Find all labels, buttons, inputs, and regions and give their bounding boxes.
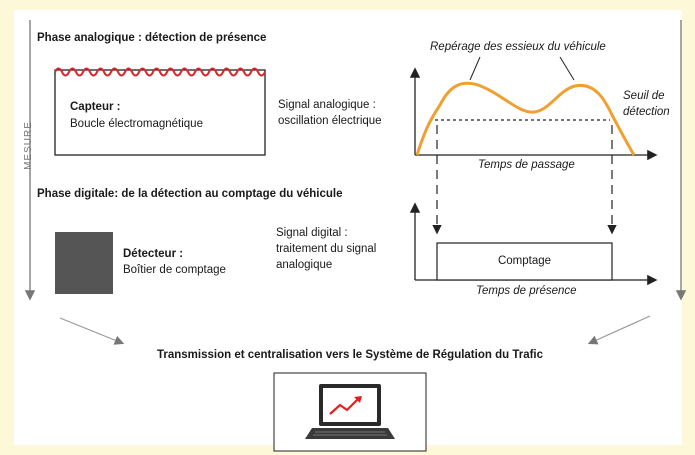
digital-x-axis-label: Temps de présence bbox=[476, 285, 577, 297]
left-diagonal-arrow bbox=[59, 317, 125, 345]
digital-signal-line2: traitement du signal bbox=[276, 243, 377, 255]
detector-box bbox=[55, 232, 113, 294]
detector-description: Boîtier de comptage bbox=[123, 264, 226, 276]
right-diagonal-arrow bbox=[587, 315, 651, 345]
analog-phase-title: Phase analogique : détection de présence bbox=[37, 32, 267, 44]
sensor-title: Capteur : bbox=[70, 101, 121, 113]
analog-signal-curve bbox=[415, 81, 636, 156]
detector-title: Détecteur : bbox=[123, 248, 184, 260]
digital-signal-line1: Signal digital : bbox=[276, 227, 348, 239]
digital-signal-line3: analogique bbox=[276, 259, 333, 271]
counting-box-label: Comptage bbox=[497, 255, 552, 267]
annotation-line-right bbox=[559, 56, 575, 81]
sensor-loop-box bbox=[54, 69, 266, 156]
measure-label: MESURE bbox=[22, 121, 34, 170]
coil-wave bbox=[54, 67, 266, 77]
transmission-label: Transmission et centralisation vers le S… bbox=[156, 349, 544, 361]
sensor-description: Boucle électromagnétique bbox=[70, 118, 203, 130]
annotation-line-left bbox=[469, 56, 481, 81]
threshold-label-line2: détection bbox=[623, 106, 670, 118]
axle-annotation: Repérage des essieux du véhicule bbox=[430, 41, 606, 53]
laptop-icon bbox=[305, 384, 395, 439]
digital-phase-title: Phase digitale: de la détection au compt… bbox=[37, 188, 343, 200]
analog-signal-line1: Signal analogique : bbox=[278, 99, 376, 111]
analog-signal-line2: oscillation électrique bbox=[278, 115, 382, 127]
analog-x-axis-label: Temps de passage bbox=[478, 159, 575, 171]
counting-box bbox=[436, 242, 613, 281]
threshold-label-line1: Seuil de bbox=[623, 90, 665, 102]
